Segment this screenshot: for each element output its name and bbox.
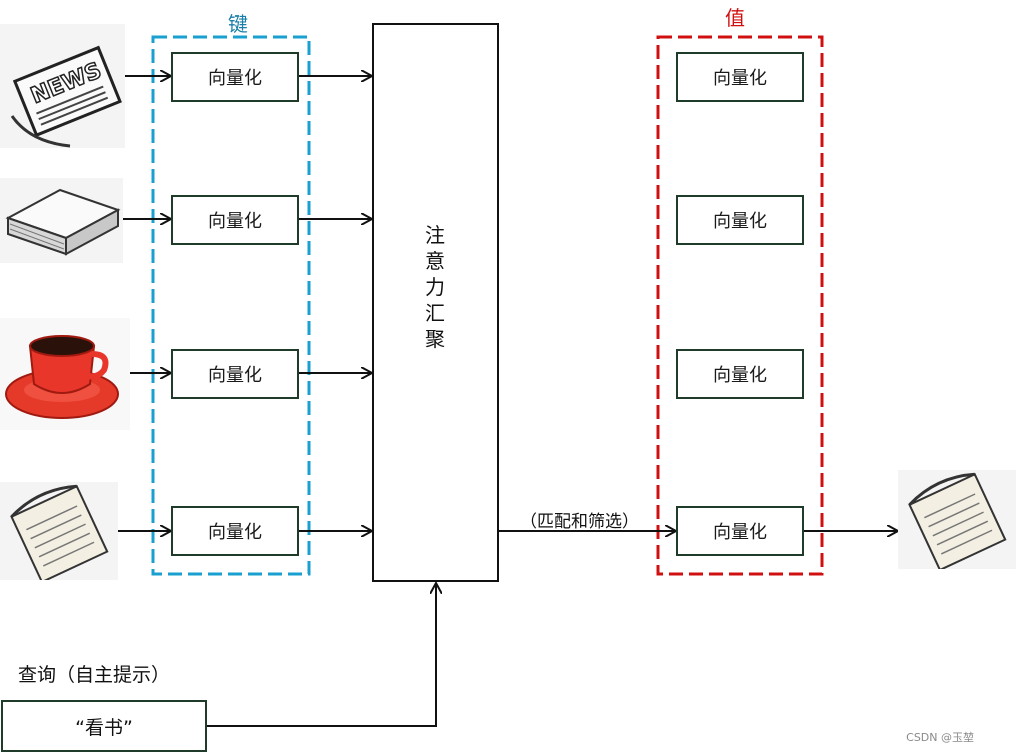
value-box-3: 向量化 [676, 349, 804, 399]
value-group-frame [656, 35, 824, 576]
query-label: 查询（自主提示） [18, 664, 171, 686]
key-box-3: 向量化 [171, 349, 299, 399]
value-box-4: 向量化 [676, 506, 804, 556]
attention-pooling-box [372, 23, 499, 582]
book-icon [0, 178, 123, 263]
key-box-2: 向量化 [171, 195, 299, 245]
key-box-4: 向量化 [171, 506, 299, 556]
value-title: 值 [725, 6, 745, 30]
notepad-output-icon [898, 470, 1016, 569]
arrow-query [207, 584, 436, 727]
value-box-1: 向量化 [676, 52, 804, 102]
key-title: 键 [228, 12, 248, 36]
match-filter-label: （匹配和筛选） [520, 512, 639, 532]
query-box: “看书” [1, 700, 207, 752]
coffee-cup-icon [0, 318, 130, 430]
key-box-1: 向量化 [171, 52, 299, 102]
attention-pooling-label: 注 意 力 汇 聚 [425, 223, 445, 351]
notepad-icon [0, 482, 118, 580]
newspaper-icon: NEWS [0, 24, 125, 148]
value-box-2: 向量化 [676, 195, 804, 245]
key-group-frame [151, 35, 311, 576]
watermark: CSDN @玉堃 [906, 731, 974, 744]
